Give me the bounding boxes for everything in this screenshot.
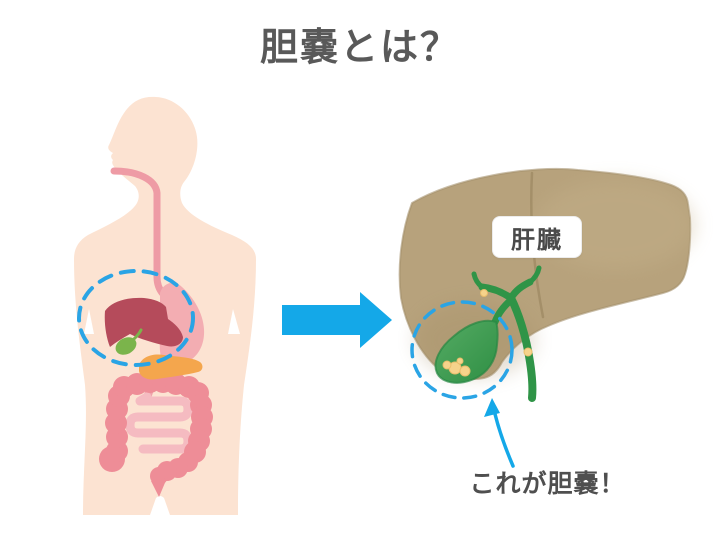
right-armpit-notch: [228, 309, 240, 334]
gallbladder-caption: これが胆嚢！: [469, 470, 626, 498]
liver-label: 肝臓: [492, 216, 582, 258]
bile-ducts-shape: [471, 265, 542, 402]
page-title: 胆嚢とは？: [259, 27, 460, 69]
caption-pointer-arrow: [484, 398, 515, 468]
liver-label-text: 肝臓: [511, 226, 563, 254]
highlight-circle-body: [77, 269, 195, 367]
pancreas-shape: [139, 354, 203, 380]
liver-small-shape: [104, 297, 183, 347]
liver-closeup-figure: [398, 167, 695, 468]
gallstones: [442, 289, 533, 377]
transition-arrow: [282, 292, 392, 348]
esophagus-shape: [110, 167, 167, 298]
gallbladder-small-shape: [115, 328, 143, 355]
highlight-circle-gallbladder: [410, 300, 514, 400]
human-body-figure: [74, 96, 256, 515]
large-intestine-shape: [99, 371, 213, 497]
arrow-right-icon: [282, 292, 392, 348]
left-armpit-notch: [84, 309, 94, 334]
